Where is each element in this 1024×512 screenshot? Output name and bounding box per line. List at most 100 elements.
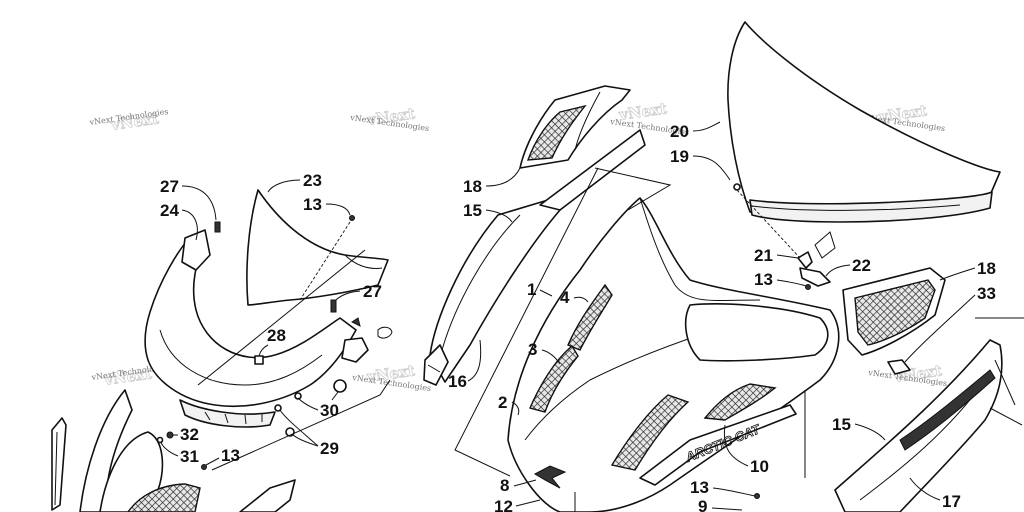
callout-15-right: 15 xyxy=(832,415,886,441)
callout-8: 8 xyxy=(500,476,537,495)
lower-trim-left xyxy=(239,479,296,512)
callout-13-right: 13 xyxy=(754,270,807,289)
svg-text:15: 15 xyxy=(832,415,851,434)
svg-text:30: 30 xyxy=(320,401,339,420)
svg-text:13: 13 xyxy=(690,478,709,497)
fastener-27-mid xyxy=(330,299,337,313)
hood-vent-10b xyxy=(703,383,777,421)
ref-box-left xyxy=(454,167,599,477)
ref-line-cross xyxy=(197,249,366,386)
svg-text:32: 32 xyxy=(180,425,199,444)
hood-emblem-8 xyxy=(533,465,567,489)
ref-line-lower xyxy=(211,379,391,471)
svg-text:29: 29 xyxy=(320,439,339,458)
svg-text:27: 27 xyxy=(363,282,382,301)
side-trim-strip xyxy=(51,417,67,511)
callout-24: 24 xyxy=(160,201,198,241)
svg-text:19: 19 xyxy=(670,147,689,166)
side-panel-left xyxy=(79,389,164,512)
svg-text:12: 12 xyxy=(494,497,513,512)
callout-28: 28 xyxy=(258,326,286,357)
hood-vent-4 xyxy=(567,283,613,351)
ref-line-19 xyxy=(736,189,801,259)
nose-pan-part xyxy=(144,229,357,428)
callout-16: 16 xyxy=(448,339,482,391)
callout-21: 21 xyxy=(754,246,799,265)
callout-18-left: 18 xyxy=(463,167,521,196)
side-vent-18-right xyxy=(842,267,946,356)
windshield-part xyxy=(727,21,1001,223)
svg-text:18: 18 xyxy=(463,177,482,196)
ref-line-13 xyxy=(299,221,351,301)
callout-27-top: 27 xyxy=(160,177,217,221)
callout-15-left: 15 xyxy=(463,201,513,223)
bracket-side xyxy=(341,317,393,363)
clip-33 xyxy=(887,359,911,375)
fastener-13-right xyxy=(805,284,811,290)
svg-text:27: 27 xyxy=(160,177,179,196)
svg-text:33: 33 xyxy=(977,284,996,303)
callout-32: 32 xyxy=(173,425,199,444)
fastener-13-lower-right xyxy=(754,493,760,499)
callout-9: 9 xyxy=(698,497,743,512)
callout-12: 12 xyxy=(494,497,541,512)
fastener-19 xyxy=(733,183,741,191)
svg-text:15: 15 xyxy=(463,201,482,220)
callout-22: 22 xyxy=(825,256,871,277)
callout-13-top: 13 xyxy=(303,195,351,216)
svg-text:2: 2 xyxy=(498,393,507,412)
ref-box-top xyxy=(594,167,672,211)
svg-text:17: 17 xyxy=(942,492,961,511)
side-intake-15 xyxy=(429,129,646,383)
svg-text:10: 10 xyxy=(750,457,769,476)
watermark-1: vNext vNext Technologies xyxy=(88,107,169,134)
callout-27-mid: 27 xyxy=(335,282,382,301)
hood-part xyxy=(507,197,840,512)
svg-text:16: 16 xyxy=(448,372,467,391)
callout-18-right: 18 xyxy=(939,259,996,281)
side-trim-16 xyxy=(423,344,449,386)
watermark-2: vNext vNext Technologies xyxy=(349,104,430,133)
washer-30 xyxy=(294,379,347,400)
svg-text:31: 31 xyxy=(180,447,199,466)
grommet-28 xyxy=(254,355,264,365)
svg-text:22: 22 xyxy=(852,256,871,275)
svg-text:8: 8 xyxy=(500,476,509,495)
fastener-27-top xyxy=(214,221,221,233)
side-panel-15-right xyxy=(834,339,1023,512)
windshield-bracket-21 xyxy=(797,231,836,269)
svg-text:28: 28 xyxy=(267,326,286,345)
callout-31: 31 xyxy=(160,441,199,466)
washer-29 xyxy=(274,404,295,437)
callout-3: 3 xyxy=(528,340,561,365)
callout-2: 2 xyxy=(498,393,520,416)
callout-13-lower-right: 13 xyxy=(690,478,756,497)
svg-text:13: 13 xyxy=(221,446,240,465)
windshield-bracket-22 xyxy=(799,267,831,287)
callout-13-low: 13 xyxy=(205,446,240,466)
hood-vent-3 xyxy=(529,344,579,413)
svg-text:9: 9 xyxy=(698,497,707,512)
svg-text:24: 24 xyxy=(160,201,179,220)
callout-4: 4 xyxy=(560,288,589,307)
svg-text:3: 3 xyxy=(528,340,537,359)
lower-vent-left xyxy=(127,483,201,512)
watermark-6: vNext vNext Technologies xyxy=(351,361,432,393)
side-intake-18 xyxy=(519,85,631,169)
callout-29: 29 xyxy=(279,409,339,458)
inner-panel-part xyxy=(246,189,389,306)
svg-text:20: 20 xyxy=(670,122,689,141)
svg-text:13: 13 xyxy=(754,270,773,289)
hood-vent-10a xyxy=(610,394,690,471)
callout-20: 20 xyxy=(670,121,721,141)
svg-text:1: 1 xyxy=(527,280,536,299)
callout-19: 19 xyxy=(670,147,731,181)
callout-17: 17 xyxy=(909,477,961,511)
callout-23: 23 xyxy=(267,171,322,193)
callout-33: 33 xyxy=(904,284,996,363)
callout-10: 10 xyxy=(723,424,769,476)
callout-1: 1 xyxy=(527,280,553,299)
svg-text:18: 18 xyxy=(977,259,996,278)
